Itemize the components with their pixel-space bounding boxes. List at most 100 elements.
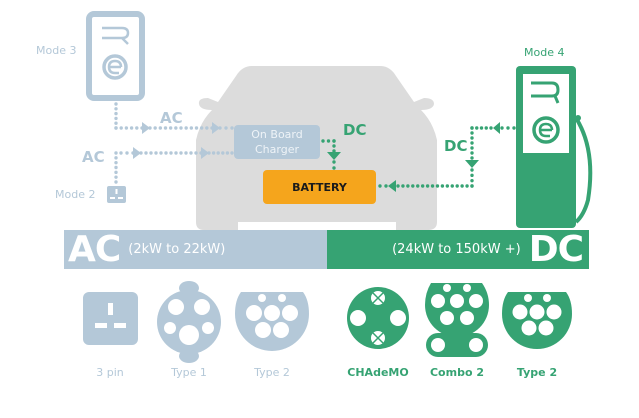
ac-band-title: AC xyxy=(68,229,121,270)
dc-flow-dot xyxy=(378,184,382,188)
ac-flow-dot xyxy=(216,151,220,155)
dc-band-range: (24kW to 150kW +) xyxy=(392,242,521,257)
ac-flow-dot xyxy=(184,126,188,130)
dc-flow-dot xyxy=(470,178,474,183)
mode3-label: Mode 3 xyxy=(36,44,77,57)
battery-label: BATTERY xyxy=(292,180,347,194)
ac-flow-dot xyxy=(174,151,178,155)
ac-flow-dot xyxy=(144,151,148,155)
dc-flow-dot xyxy=(489,126,493,130)
dc-flow-dot xyxy=(332,160,336,164)
ac-flow-dot xyxy=(114,151,118,155)
dc-flow-dot xyxy=(470,131,474,135)
ac-flow-dot xyxy=(194,126,199,130)
dc-flow-dot xyxy=(384,184,388,188)
ac-flow-dot xyxy=(114,116,118,121)
ac-flow-dot xyxy=(129,126,134,130)
combo-2-connector-icon xyxy=(425,283,489,357)
connector-label-chademo: CHAdeMO xyxy=(347,366,409,379)
dc-flow-dot xyxy=(445,184,450,188)
ac-flow-dot xyxy=(153,126,157,130)
dc-flow-dot xyxy=(411,184,415,188)
dc-flow-dot xyxy=(470,141,474,145)
uk-3-pin-plug-icon xyxy=(83,292,138,345)
dc-flow-dot xyxy=(500,126,504,130)
ac-flow-dot xyxy=(169,151,173,155)
battery-box: BATTERY xyxy=(263,170,376,204)
ac-flow-dot xyxy=(221,151,225,155)
mode3-wallbox-icon xyxy=(86,11,145,101)
connector-label-combo-2: Combo 2 xyxy=(429,366,484,379)
dc-power-band: (24kW to 150kW +) DC xyxy=(327,230,589,269)
mode2-socket-icon xyxy=(107,186,126,203)
dc-flow-dot xyxy=(396,184,400,188)
ac-flow-dot xyxy=(125,151,129,155)
ac-flow-dot xyxy=(211,151,216,155)
dc-flow-dot xyxy=(430,184,435,188)
onboard-charger-line2: Charger xyxy=(255,143,299,156)
ac-flow-dot xyxy=(163,126,168,130)
mode2-label: Mode 2 xyxy=(55,188,96,201)
ac-flow-dot xyxy=(114,121,118,125)
ac-flow-dot xyxy=(179,151,183,155)
dc-flow-dot xyxy=(470,184,474,188)
dc-flow-dot xyxy=(470,126,474,130)
ac-flow-dot xyxy=(114,107,118,111)
dc-flow-dot xyxy=(479,126,484,130)
ac-power-band: AC (2kW to 22kW) xyxy=(64,230,327,269)
dc-flow-dot xyxy=(332,166,336,170)
dc-flow-dot xyxy=(406,184,410,188)
ac-band-range: (2kW to 22kW) xyxy=(128,242,226,257)
dc-flow-dot xyxy=(326,139,331,143)
ac-flow-dot xyxy=(184,151,188,155)
dc-flow-dot xyxy=(401,184,405,188)
ac-flow-dot xyxy=(189,151,193,155)
dc-internal-flow xyxy=(321,139,341,170)
dc-flow-dot xyxy=(506,126,510,130)
ac-lower-flow-label: AC xyxy=(82,148,105,166)
ac-flow-dot xyxy=(114,156,118,160)
dc-flow-dot xyxy=(425,184,430,188)
ac-flow-dot xyxy=(114,170,118,175)
dc-flow-dot xyxy=(332,149,336,153)
dc-flow-dot xyxy=(470,156,474,160)
dc-flow-dot xyxy=(465,184,469,188)
dc-flow-dot xyxy=(512,126,516,130)
dc-flow-dot xyxy=(321,139,325,143)
ac-flow-dot xyxy=(114,165,118,170)
dc-flow-dot xyxy=(455,184,459,188)
ac-flow-dot xyxy=(194,151,198,155)
type-1-connector-icon xyxy=(157,281,221,363)
mode4-label: Mode 4 xyxy=(524,46,565,59)
chademo-connector-icon xyxy=(347,287,409,349)
dc-flow-dot xyxy=(470,151,474,155)
dc-arrow-left-icon xyxy=(493,122,500,134)
onboard-charger-line1: On Board xyxy=(251,128,303,141)
dc-flow-dot xyxy=(470,168,474,172)
dc-external-flow xyxy=(378,122,516,192)
dc-flow-dot xyxy=(484,126,488,130)
ac-flow-dot xyxy=(164,151,168,155)
ac-flow-dot xyxy=(174,126,178,130)
dc-flow-dot xyxy=(470,136,474,140)
ac-flow-dot xyxy=(114,126,118,130)
ac-flow-dot xyxy=(119,151,123,155)
ac-flow-dot xyxy=(230,151,234,155)
connector-label-type-2-dc: Type 2 xyxy=(516,366,558,379)
ac-flow-dot xyxy=(205,126,209,130)
ac-upper-flow-label: AC xyxy=(160,109,183,127)
ac-flow-dot xyxy=(225,151,230,155)
ac-flow-dot xyxy=(114,175,118,179)
ac-flow-dot xyxy=(124,126,129,130)
ac-flow-dot xyxy=(168,126,173,130)
ac-flow-dot xyxy=(189,126,194,130)
ac-flow-dot xyxy=(199,126,204,130)
type-2-connector-icon xyxy=(235,292,309,351)
dc-flow-dot xyxy=(435,184,440,188)
dc-flow-dot xyxy=(470,173,474,178)
dc-arrow-down-icon xyxy=(465,160,479,168)
ac-flow-dot xyxy=(230,126,234,130)
dc-flow-dot xyxy=(332,139,336,143)
